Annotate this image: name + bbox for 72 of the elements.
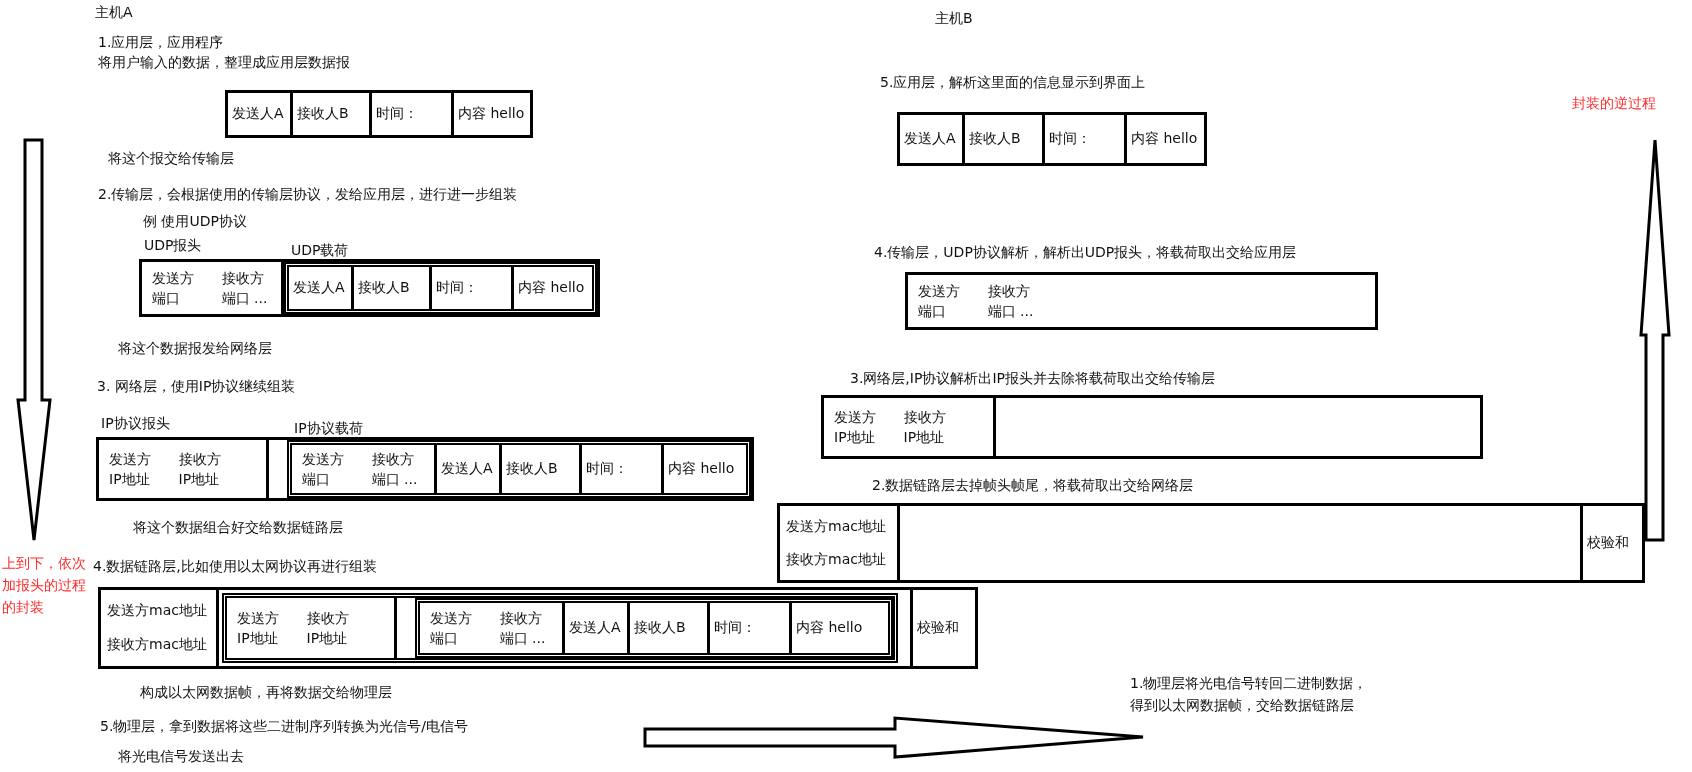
step-text: 2.数据链路层去掉帧头帧尾，将载荷取出交给网络层 bbox=[872, 477, 1194, 495]
cell-label: 接收方端口 ... bbox=[499, 609, 547, 648]
cell-label: 发送方端口 bbox=[152, 269, 195, 308]
packet-box bbox=[777, 503, 1645, 583]
cell-label: 发送方端口 bbox=[302, 450, 345, 489]
cell-label: 发送方IP地址 bbox=[834, 408, 877, 447]
cell-label: 发送人A bbox=[569, 619, 621, 637]
cell-label: 接收方mac地址 bbox=[786, 550, 887, 569]
cell-label: 发送人A bbox=[232, 105, 284, 123]
cell-label: 接收方端口 ... bbox=[371, 450, 419, 489]
cell-label: 时间： bbox=[376, 105, 418, 123]
step-text: 主机A bbox=[95, 4, 133, 22]
cell-label: 发送方端口 bbox=[430, 609, 473, 648]
cell-label: 校验和 bbox=[917, 619, 959, 637]
packet-box bbox=[897, 112, 1207, 166]
packet-box bbox=[415, 598, 893, 658]
cell-label: 接收方端口 ... bbox=[987, 282, 1035, 321]
step-text: 3. 网络层，使用IP协议继续组装 bbox=[97, 378, 296, 396]
header-cell bbox=[905, 272, 1378, 330]
box-heading: IP协议载荷 bbox=[294, 420, 363, 438]
step-text: 主机B bbox=[935, 10, 973, 28]
step-text: 例 使用UDP协议 bbox=[143, 213, 247, 231]
box-heading: IP协议报头 bbox=[101, 415, 170, 433]
cell-label: 内容 hello bbox=[458, 105, 525, 123]
step-text: 1.物理层将光电信号转回二进制数据，得到以太网数据帧，交给数据链路层 bbox=[1130, 674, 1369, 715]
step-text: 将这个数据组合好交给数据链路层 bbox=[133, 519, 343, 537]
cell-label: 接收方mac地址 bbox=[107, 636, 208, 654]
cell-label: 校验和 bbox=[1587, 534, 1629, 552]
cell-label: 内容 hello bbox=[1131, 130, 1198, 148]
cell-label: 内容 hello bbox=[518, 279, 585, 297]
cell-label: 接收方IP地址 bbox=[903, 408, 947, 447]
cell-label: 接收人B bbox=[358, 279, 410, 297]
cell-label: 发送方IP地址 bbox=[109, 450, 152, 489]
cell-label: 接收人B bbox=[506, 460, 558, 478]
cell-label: 时间： bbox=[714, 619, 756, 637]
step-text: 将这个报交给传输层 bbox=[108, 150, 234, 168]
step-text: 4.数据链路层,比如使用以太网协议再进行组装 bbox=[93, 558, 377, 576]
cell-label: 接收方IP地址 bbox=[178, 450, 222, 489]
packet-box bbox=[98, 587, 978, 669]
cell-label: 发送方mac地址 bbox=[107, 602, 208, 620]
step-text: 5.应用层，解析这里面的信息显示到界面上 bbox=[880, 74, 1146, 92]
box-heading: UDP报头 bbox=[144, 237, 202, 255]
cell-label: 接收方端口 ... bbox=[221, 269, 269, 308]
cell-label: 发送人A bbox=[441, 460, 493, 478]
cell-label: 时间： bbox=[1049, 130, 1091, 148]
cell-label: 接收方IP地址 bbox=[306, 609, 350, 648]
step-text: 1.应用层，应用程序 bbox=[98, 34, 224, 52]
packet-box bbox=[225, 90, 533, 138]
note-text: 封装的逆过程 bbox=[1572, 95, 1656, 113]
step-text: 5.物理层，拿到数据将这些二进制序列转换为光信号/电信号 bbox=[100, 718, 469, 736]
cell-label: 内容 hello bbox=[668, 460, 735, 478]
cell-label: 接收人B bbox=[634, 619, 686, 637]
cell-label: 发送人A bbox=[293, 279, 345, 297]
packet-box bbox=[222, 593, 898, 663]
step-text: 2.传输层，会根据使用的传输层协议，发给应用层，进行进一步组装 bbox=[98, 186, 518, 204]
cell-label: 接收人B bbox=[969, 130, 1021, 148]
step-text: 将用户输入的数据，整理成应用层数据报 bbox=[98, 54, 350, 72]
step-text: 将这个数据报发给网络层 bbox=[118, 340, 272, 358]
step-text: 构成以太网数据帧，再将数据交给物理层 bbox=[140, 684, 392, 702]
cell-label: 发送方mac地址 bbox=[786, 517, 887, 536]
cell-label: 发送人A bbox=[904, 130, 956, 148]
step-text: 将光电信号发送出去 bbox=[118, 748, 244, 766]
cell-label: 时间： bbox=[436, 279, 478, 297]
cell-label: 发送方IP地址 bbox=[237, 609, 280, 648]
cell-label: 接收人B bbox=[297, 105, 349, 123]
box-heading: UDP载荷 bbox=[291, 242, 349, 260]
packet-box bbox=[821, 395, 1483, 459]
note-text: 上到下，依次加报头的过程的封装 bbox=[2, 554, 87, 617]
step-text: 3.网络层,IP协议解析出IP报头并去除将载荷取出交给传输层 bbox=[850, 370, 1215, 388]
cell-label: 发送方端口 bbox=[918, 282, 961, 321]
cell-label: 内容 hello bbox=[796, 619, 863, 637]
cell-label: 时间： bbox=[586, 460, 628, 478]
